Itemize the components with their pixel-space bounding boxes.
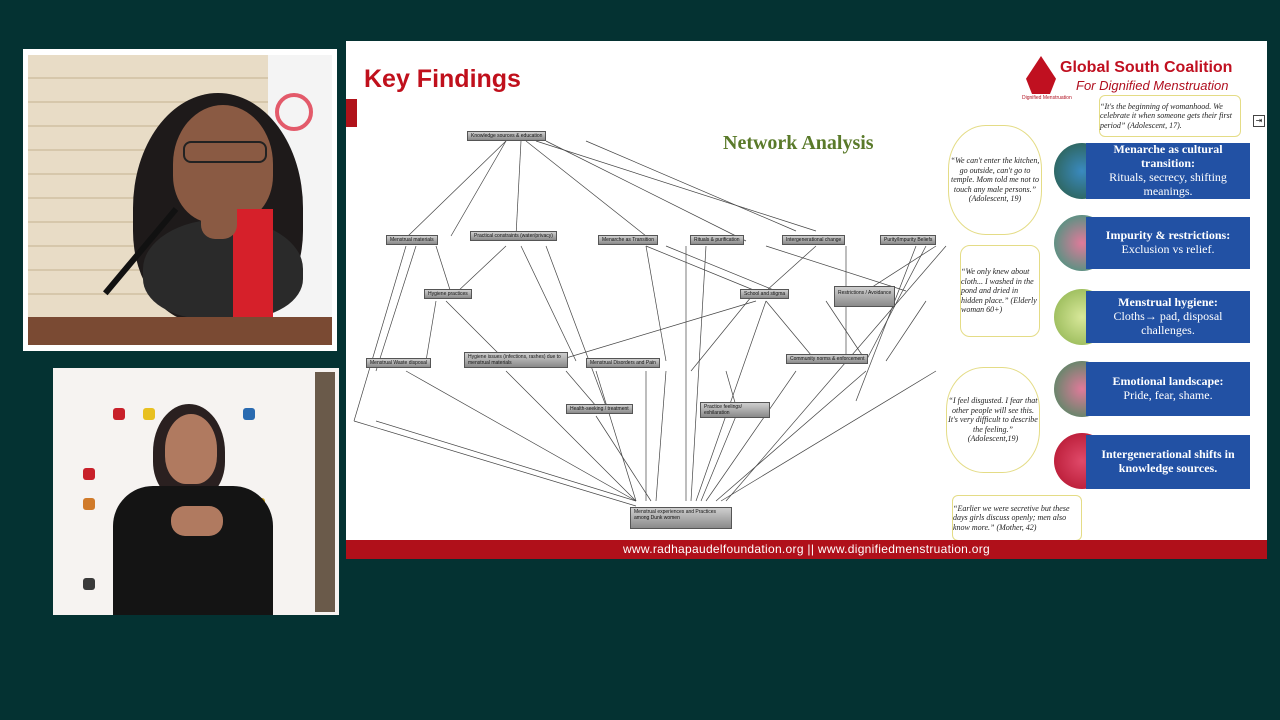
sponsor-logo-icon <box>113 408 125 420</box>
network-node: Restrictions / Avoidance <box>834 286 896 307</box>
quote-bubble: “Earlier we were secretive but these day… <box>952 495 1082 541</box>
network-node: Purity/Impurity Beliefs <box>880 235 937 245</box>
slide-title: Key Findings <box>364 65 521 93</box>
sponsor-logo-icon <box>243 408 255 420</box>
brand-name: Global South Coalition <box>1060 59 1233 76</box>
wooden-panel <box>315 372 335 612</box>
slide-footer: www.radhapaudelfoundation.org || www.dig… <box>346 540 1267 559</box>
speaker-video-tile[interactable] <box>23 49 337 351</box>
network-node: Knowledge sources & education <box>467 131 547 141</box>
quote-bubble: “I feel disgusted. I fear that other peo… <box>946 367 1040 473</box>
finding-heading: Impurity & restrictions: <box>1105 228 1231 243</box>
speaker-hand <box>201 179 237 239</box>
network-node: Menarche as Transition <box>598 235 658 245</box>
interpreter-video-tile[interactable] <box>53 368 339 615</box>
finding-text: Exclusion vs relief. <box>1121 242 1215 256</box>
network-node: Practical constraints (water/privacy) <box>470 231 557 241</box>
network-diagram <box>353 140 947 507</box>
finding-heading: Intergenerational shifts in knowledge so… <box>1101 447 1235 475</box>
network-node: Hygiene issues (infections, rashes) due … <box>464 352 568 368</box>
network-analysis-title: Network Analysis <box>723 132 874 154</box>
coalition-logo-caption: Dignified Menstruation <box>1022 95 1072 101</box>
finding-text: Pride, fear, shame. <box>1123 388 1213 402</box>
sponsor-logo-icon <box>83 578 95 590</box>
glasses-icon <box>183 141 267 163</box>
network-node: Health-seeking / treatment <box>566 404 633 414</box>
network-node: Community norms & enforcement <box>786 354 869 364</box>
title-accent-bar <box>346 99 357 127</box>
network-node: Practice feelings/ exhilaration <box>700 402 770 418</box>
quote-bubble: “We only knew about cloth... I washed in… <box>960 245 1040 337</box>
finding-box: Menstrual hygiene: Cloths→ pad, disposal… <box>1086 291 1250 343</box>
network-node: School and stigma <box>740 289 790 299</box>
podium <box>28 317 332 345</box>
network-node: Menstrual materials <box>386 235 438 245</box>
quote-bubble: “It's the beginning of womanhood. We cel… <box>1099 95 1241 137</box>
finding-box: Impurity & restrictions: Exclusion vs re… <box>1086 217 1250 269</box>
sponsor-logo-icon <box>143 408 155 420</box>
quote-bubble: “We can't enter the kitchen, go outside,… <box>948 125 1042 235</box>
signing-hands <box>171 506 223 536</box>
banner-logo-icon <box>275 93 313 131</box>
sponsor-logo-icon <box>83 468 95 480</box>
finding-box: Menarche as cultural transition: Rituals… <box>1086 143 1250 199</box>
network-node: Menstrual Waste disposal <box>366 358 432 368</box>
finding-heading: Menarche as cultural transition: <box>1113 142 1223 171</box>
network-node: Intergenerational change <box>782 235 846 245</box>
network-node-central: Menstrual experiences and Practices amon… <box>630 507 732 529</box>
finding-text: Rituals, secrecy, shifting meanings. <box>1109 170 1227 198</box>
finding-heading: Emotional landscape: <box>1112 374 1224 389</box>
sponsor-logo-icon <box>83 498 95 510</box>
brand-subtitle: For Dignified Menstruation <box>1076 78 1229 93</box>
expand-icon[interactable]: ⇥ <box>1253 115 1265 127</box>
presentation-slide: Key Findings Network Analysis Dignified … <box>346 41 1267 559</box>
interpreter-face <box>165 414 217 484</box>
finding-box: Emotional landscape: Pride, fear, shame. <box>1086 362 1250 416</box>
network-node: Hygiene practices <box>424 289 472 299</box>
network-node: Rituals & purification <box>690 235 744 245</box>
finding-heading: Menstrual hygiene: <box>1118 295 1218 310</box>
finding-box: Intergenerational shifts in knowledge so… <box>1086 435 1250 489</box>
network-node: Menstrual Disorders and Pain <box>586 358 660 368</box>
finding-text: Cloths→ pad, disposal challenges. <box>1113 309 1223 337</box>
red-scarf <box>233 209 273 319</box>
